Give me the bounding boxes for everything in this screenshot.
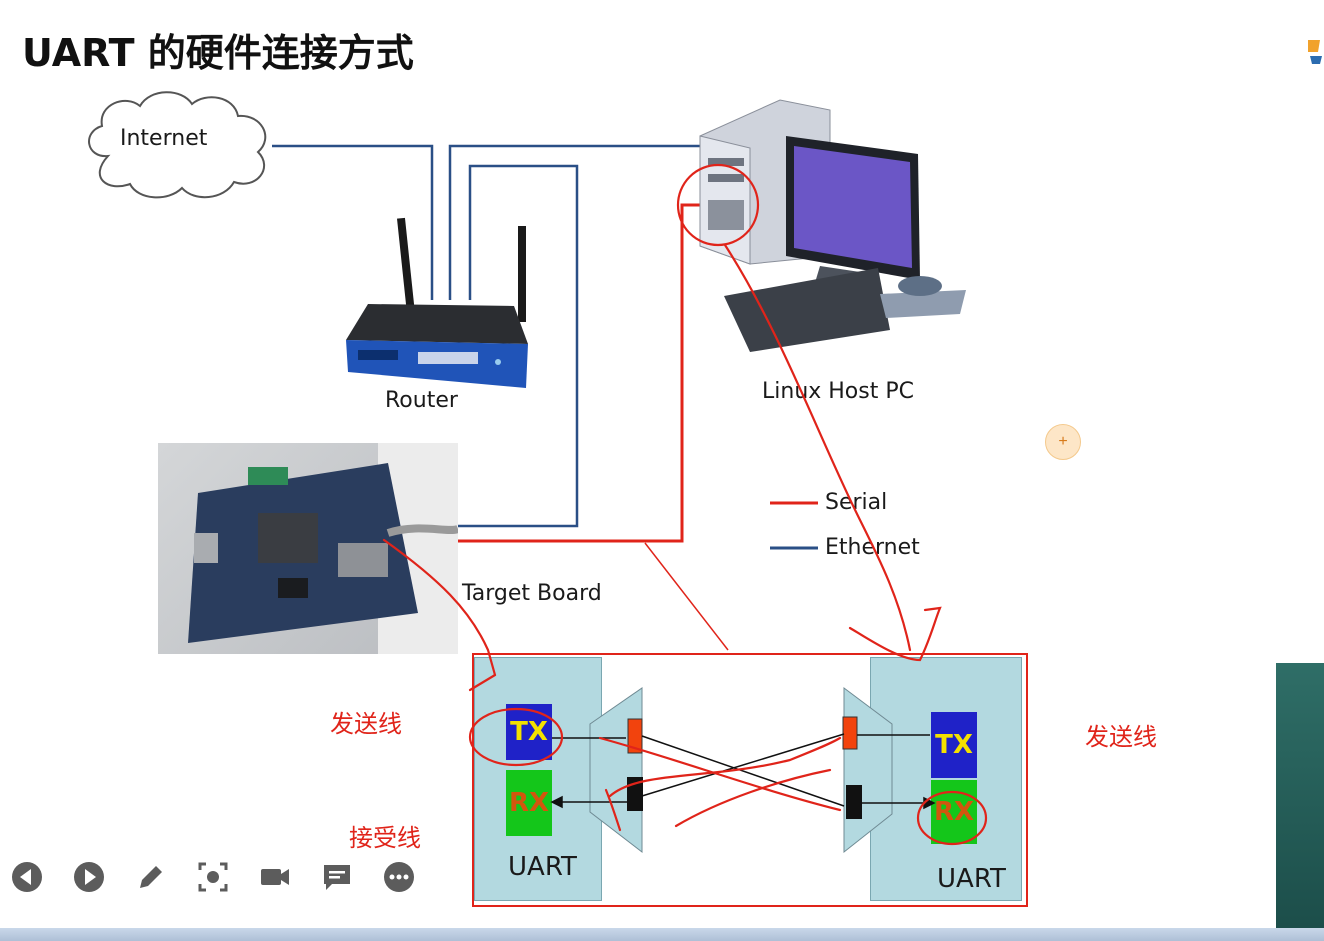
slide-title: UART 的硬件连接方式 — [22, 31, 414, 75]
router-label: Router — [385, 388, 458, 413]
taskbar — [0, 928, 1324, 941]
pen-button[interactable] — [132, 858, 170, 896]
right-uart-box — [870, 657, 1022, 901]
receive-line-annotation: 接受线 — [349, 824, 421, 852]
prev-icon — [12, 862, 42, 892]
add-button[interactable]: + — [1045, 424, 1081, 460]
camera-icon — [261, 869, 289, 885]
logo-icon — [1308, 40, 1322, 64]
prev-button[interactable] — [8, 858, 46, 896]
send-line-left-annotation: 发送线 — [330, 710, 402, 738]
more-icon — [384, 862, 414, 892]
more-button[interactable] — [380, 858, 418, 896]
presenter-video-panel — [1276, 663, 1324, 928]
camera-button[interactable] — [256, 858, 294, 896]
right-tx-pin: TX — [931, 712, 977, 778]
right-uart-label: UART — [937, 864, 1006, 894]
internet-cloud-icon — [88, 91, 267, 199]
plus-icon: + — [1058, 433, 1068, 450]
screenshot-icon — [198, 862, 228, 892]
presentation-toolbar — [8, 858, 418, 896]
next-icon — [74, 862, 104, 892]
comment-button[interactable] — [318, 858, 356, 896]
send-line-right-annotation: 发送线 — [1085, 723, 1157, 751]
next-button[interactable] — [70, 858, 108, 896]
target-board-photo — [158, 443, 458, 654]
left-rx-pin: RX — [506, 770, 552, 836]
screenshot-button[interactable] — [194, 858, 232, 896]
target-board-label: Target Board — [462, 581, 602, 606]
left-tx-pin: TX — [506, 704, 552, 760]
router-icon — [346, 217, 528, 388]
pen-icon — [140, 866, 162, 888]
comment-icon — [324, 865, 350, 890]
left-uart-label: UART — [508, 852, 577, 882]
internet-label: Internet — [120, 126, 208, 151]
host-pc-label: Linux Host PC — [762, 379, 914, 404]
right-rx-pin: RX — [931, 780, 977, 844]
host-pc-icon — [699, 99, 966, 352]
uart-frame — [472, 653, 1028, 907]
